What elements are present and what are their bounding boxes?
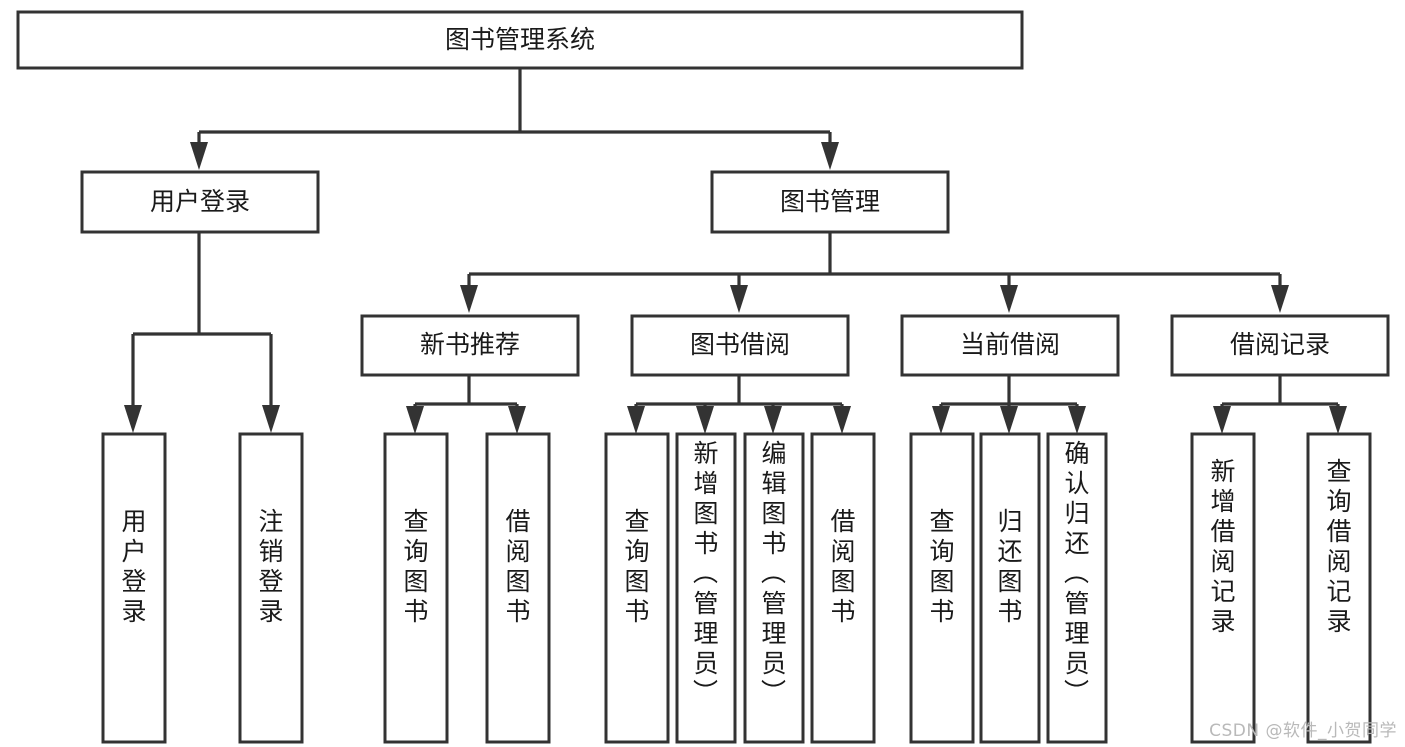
node-new-book-recommend[interactable]: 新书推荐 [360,314,580,377]
leaf-query-book-1-label: 查询图书 [403,507,428,626]
arrow-to-leaf-add-record [1213,406,1231,434]
leaf-logout[interactable]: 注销登录 [238,432,304,744]
node-current-borrow[interactable]: 当前借阅 [900,314,1120,377]
leaf-borrow-book-2[interactable]: 借阅图书 [810,432,876,744]
node-root[interactable]: 图书管理系统 [16,10,1024,70]
arrow-to-borrow-record [1271,285,1289,313]
arrow-root-to-book-manage [821,142,839,170]
node-borrow-record-label: 借阅记录 [1230,330,1330,359]
node-root-box[interactable] [16,10,1024,70]
connector-layer [124,68,1347,434]
arrow-to-leaf-query-book-1 [406,406,424,434]
node-current-borrow-box[interactable] [900,314,1120,377]
leaf-confirm-return[interactable]: 确认归还（管理员） [1046,432,1108,744]
node-new-book-recommend-box[interactable] [360,314,580,377]
leaf-add-book-label: 新增图书（管理员） [693,439,719,708]
arrow-to-current-borrow [1000,285,1018,313]
leaf-query-record-label: 查询借阅记录 [1326,457,1351,636]
node-user-login-box[interactable] [80,170,320,234]
node-book-borrow[interactable]: 图书借阅 [630,314,850,377]
leaf-query-book-3-label: 查询图书 [929,507,954,626]
arrow-to-leaf-query-record [1329,406,1347,434]
arrow-to-leaf-borrow-book-1 [508,406,526,434]
node-user-login-label: 用户登录 [150,187,250,216]
leaf-return-book[interactable]: 归还图书 [979,432,1041,744]
leaf-confirm-return-box[interactable] [1046,432,1108,744]
leaf-query-book-1[interactable]: 查询图书 [383,432,449,744]
node-borrow-record-box[interactable] [1170,314,1390,377]
leaf-query-book-3[interactable]: 查询图书 [909,432,975,744]
leaf-logout-box[interactable] [238,432,304,744]
arrow-to-leaf-edit-book [764,406,782,434]
node-book-manage-label: 图书管理 [780,187,880,216]
leaf-borrow-book-1-label: 借阅图书 [505,507,530,626]
leaf-logout-label: 注销登录 [258,507,283,626]
arrow-to-leaf-query-book-3 [932,406,950,434]
arrow-to-leaf-user-login [124,405,142,433]
leaf-confirm-return-label: 确认归还（管理员） [1064,439,1090,708]
leaf-add-book-box[interactable] [675,432,737,744]
node-borrow-record[interactable]: 借阅记录 [1170,314,1390,377]
arrow-to-leaf-confirm-return [1068,406,1086,434]
leaf-borrow-book-1-box[interactable] [485,432,551,744]
node-book-borrow-label: 图书借阅 [690,330,790,359]
leaf-return-book-box[interactable] [979,432,1041,744]
leaf-add-record-label: 新增借阅记录 [1210,457,1235,636]
arrow-to-leaf-logout [262,405,280,433]
leaf-query-record-box[interactable] [1306,432,1372,744]
arrow-to-leaf-add-book [696,406,714,434]
arrow-to-book-borrow [730,285,748,313]
leaf-query-record[interactable]: 查询借阅记录 [1306,432,1372,744]
leaf-user-login-box[interactable] [101,432,167,744]
leaf-query-book-1-box[interactable] [383,432,449,744]
leaf-query-book-3-box[interactable] [909,432,975,744]
node-user-login[interactable]: 用户登录 [80,170,320,234]
leaf-query-book-2-box[interactable] [604,432,670,744]
node-new-book-recommend-label: 新书推荐 [420,330,520,359]
arrow-to-new-book-recommend [460,285,478,313]
arrow-to-leaf-return-book [1000,406,1018,434]
node-book-manage-box[interactable] [710,170,950,234]
arrow-to-leaf-query-book-2 [627,406,645,434]
leaf-query-book-2[interactable]: 查询图书 [604,432,670,744]
leaf-borrow-book-1[interactable]: 借阅图书 [485,432,551,744]
leaf-query-book-2-label: 查询图书 [624,507,649,626]
node-book-manage[interactable]: 图书管理 [710,170,950,234]
leaf-user-login-label: 用户登录 [121,507,146,626]
leaf-add-book[interactable]: 新增图书（管理员） [675,432,737,744]
leaf-return-book-label: 归还图书 [997,507,1022,626]
leaf-edit-book[interactable]: 编辑图书（管理员） [743,432,805,744]
node-book-borrow-box[interactable] [630,314,850,377]
arrow-to-leaf-borrow-book-2 [833,406,851,434]
leaf-edit-book-box[interactable] [743,432,805,744]
leaf-borrow-book-2-box[interactable] [810,432,876,744]
node-current-borrow-label: 当前借阅 [960,330,1060,359]
node-root-label: 图书管理系统 [445,25,595,54]
arrow-root-to-user-login [190,142,208,170]
leaf-user-login[interactable]: 用户登录 [101,432,167,744]
leaf-add-record[interactable]: 新增借阅记录 [1190,432,1256,744]
leaf-edit-book-label: 编辑图书（管理员） [761,439,787,708]
leaf-add-record-box[interactable] [1190,432,1256,744]
leaf-borrow-book-2-label: 借阅图书 [830,507,855,626]
